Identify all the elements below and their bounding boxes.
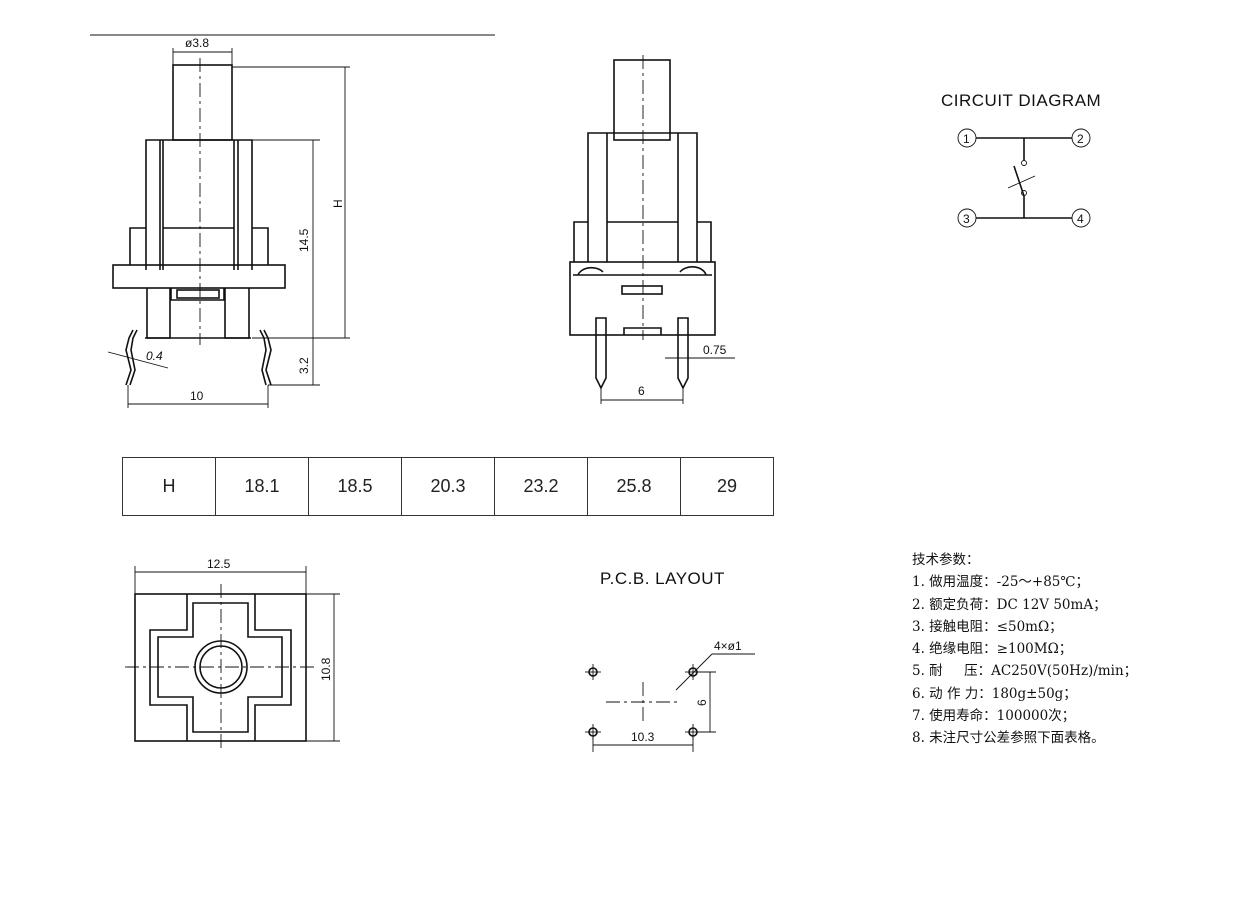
spec-item: 6. 动 作 力：180g±50g； [912,685,1077,702]
dim-3-2-label: 3.2 [297,357,311,374]
dim-diameter-label: ø3.8 [185,36,209,50]
spec-item: 5. 耐 压：AC250V(50Hz)/min； [912,663,1138,680]
spec-item: 3. 接触电阻：≤50mΩ； [912,618,1063,635]
spec-item: 8. 未注尺寸公差参照下面表格。 [912,730,1105,747]
spec-item: 7. 使用寿命：100000次； [912,708,1076,725]
bottom-view: 12.5 10.8 [125,557,340,752]
table-cell: 18.5 [308,457,402,516]
dim-10-3-label: 10.3 [631,730,655,744]
front-view: ø3.8 H 14.5 3.2 [90,34,495,408]
pin-3-label: 3 [963,212,970,226]
pcb-hole [585,664,601,680]
table-cell: 20.3 [401,457,495,516]
dim-10-8-label: 10.8 [319,657,333,681]
spec-item: 4. 绝缘电阻：≥100MΩ； [912,641,1073,658]
dim-0-75-label: 0.75 [703,343,727,357]
dim-12-5-label: 12.5 [207,557,231,571]
dim-hole-label: 4×ø1 [714,639,742,653]
dim-6-label: 6 [638,384,645,398]
table-row: H 18.1 18.5 20.3 23.2 25.8 29 [122,457,774,516]
dim-h-label: H [331,199,345,208]
spec-item: 1. 做用温度：-25～+85℃； [912,574,1090,591]
side-view: 0.75 6 [569,55,735,404]
dim-pcb-6-label: 6 [695,699,709,706]
pcb-layout: P.C.B. LAYOUT 4×ø1 6 [585,569,755,752]
circuit-diagram: CIRCUIT DIAGRAM 1 2 3 4 [941,91,1101,228]
dim-0-4-label: 0.4 [146,349,163,363]
specs-heading: 技术参数： [912,552,980,568]
dim-14-5-label: 14.5 [297,228,311,252]
pin-4-label: 4 [1077,212,1084,226]
pin-2-label: 2 [1077,132,1084,146]
circuit-title: CIRCUIT DIAGRAM [941,91,1101,110]
table-cell: 25.8 [587,457,681,516]
dim-10-label: 10 [190,389,204,403]
pcb-title: P.C.B. LAYOUT [600,569,725,588]
h-dimension-table: H 18.1 18.5 20.3 23.2 25.8 29 [122,457,774,516]
table-cell: 23.2 [494,457,588,516]
table-cell: 29 [680,457,774,516]
pin-1-label: 1 [963,132,970,146]
technical-specs: 技术参数： 1. 做用温度：-25～+85℃； 2. 额定负荷：DC 12V 5… [912,549,1137,750]
spec-item: 2. 额定负荷：DC 12V 50mA； [912,596,1107,613]
table-cell: 18.1 [215,457,309,516]
table-header-cell: H [122,457,216,516]
